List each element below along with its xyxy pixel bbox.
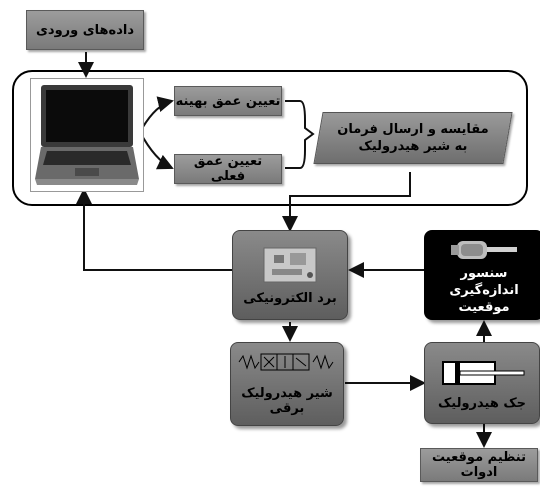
- arrow-compare-to-board: [282, 172, 411, 232]
- hydraulic-jack-box: جک هیدرولیک: [424, 342, 540, 424]
- electro-valve-label: شیر هیدرولیک برقی: [241, 386, 333, 416]
- compare-send-label: مقایسه و ارسال فرمان به شیر هیدرولیک: [337, 122, 489, 154]
- arrow-laptop-to-current: [139, 131, 174, 170]
- input-data-box: داده‌های ورودی: [26, 10, 144, 50]
- laptop-icon: [30, 78, 144, 192]
- compare-send-box: مقایسه و ارسال فرمان به شیر هیدرولیک: [313, 112, 513, 164]
- sensor-device-icon: [451, 240, 517, 259]
- optimal-depth-label: تعیین عمق بهینه: [175, 93, 281, 109]
- arrow-board-to-laptop: [76, 188, 232, 271]
- hydraulic-cylinder-icon: [442, 360, 525, 385]
- electro-valve-box: شیر هیدرولیک برقی: [230, 342, 344, 426]
- valve-symbol-icon: [238, 353, 334, 371]
- electronic-board-label: برد الکترونیکی: [243, 290, 337, 306]
- brace-depths-to-compare: [285, 100, 315, 169]
- input-data-label: داده‌های ورودی: [35, 22, 135, 38]
- arrow-laptop-to-optimal: [139, 96, 174, 133]
- current-depth-label: تعیین عمق فعلی: [193, 154, 263, 184]
- tool-position-box: تنظیم موقعیت ادوات: [420, 448, 538, 482]
- position-sensor-box: سنسور اندازه‌گیری موقعیت: [424, 230, 540, 320]
- electronic-board-box: برد الکترونیکی: [232, 230, 348, 320]
- circuit-board-icon: [263, 247, 317, 282]
- controller-group-frame: [12, 70, 528, 206]
- current-depth-box: تعیین عمق فعلی: [174, 154, 282, 184]
- optimal-depth-box: تعیین عمق بهینه: [174, 86, 282, 116]
- position-sensor-label: سنسور اندازه‌گیری موقعیت: [449, 265, 519, 315]
- tool-position-label: تنظیم موقعیت ادوات: [432, 450, 526, 480]
- hydraulic-jack-label: جک هیدرولیک: [437, 395, 527, 411]
